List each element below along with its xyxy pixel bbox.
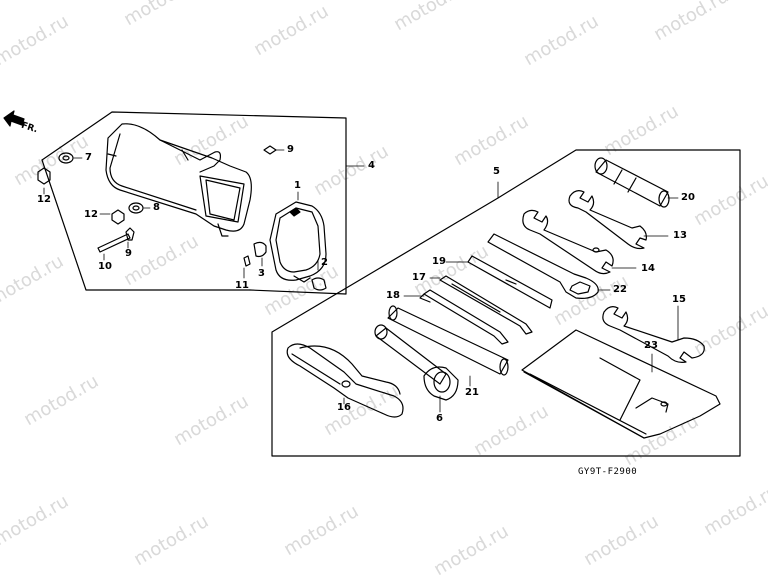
callout-15: 15 <box>672 294 686 305</box>
leader-lines-group-5 <box>343 197 679 413</box>
callout-10: 10 <box>98 261 112 272</box>
group-5-frame <box>271 149 741 457</box>
callout-9a: 9 <box>287 144 294 155</box>
front-arrow-icon <box>3 110 25 127</box>
callout-6: 6 <box>436 413 443 424</box>
callout-16: 16 <box>337 402 351 413</box>
callout-11: 11 <box>235 280 249 291</box>
callout-22: 22 <box>613 284 627 295</box>
leader-lines-group-4 <box>43 149 365 279</box>
screwdriver-18 <box>419 289 509 345</box>
callout-17: 17 <box>412 272 426 283</box>
callout-18: 18 <box>386 290 400 301</box>
group-4-frame <box>41 111 347 295</box>
wrench-15 <box>602 306 705 363</box>
pliers-16 <box>286 343 404 418</box>
callout-8: 8 <box>153 202 160 213</box>
callout-5: 5 <box>493 166 500 177</box>
bar-19 <box>467 255 553 309</box>
wrench-14 <box>522 209 614 275</box>
callout-4: 4 <box>368 160 375 171</box>
callout-3: 3 <box>258 268 265 279</box>
callout-12a: 12 <box>37 194 51 205</box>
callout-1: 1 <box>294 180 301 191</box>
wrench-22 <box>487 233 599 299</box>
callout-23: 23 <box>644 340 658 351</box>
tool-case-lid <box>269 201 327 283</box>
wrench-13 <box>568 190 647 250</box>
callout-7: 7 <box>85 152 92 163</box>
callout-12b: 12 <box>84 209 98 220</box>
handle-21 <box>387 305 509 376</box>
box-wrench-6 <box>374 324 459 401</box>
tool-case <box>105 123 252 237</box>
callout-13: 13 <box>673 230 687 241</box>
callout-19: 19 <box>432 256 446 267</box>
callout-2: 2 <box>321 257 328 268</box>
callout-14: 14 <box>641 263 655 274</box>
screwdriver-17 <box>439 275 533 335</box>
callout-9b: 9 <box>125 248 132 259</box>
callout-21: 21 <box>465 387 479 398</box>
group-4-frame-bottom <box>41 159 251 291</box>
tool-bag <box>521 329 721 439</box>
diagram-code: GY9T-F2900 <box>578 467 638 477</box>
socket-handle <box>594 157 670 208</box>
callout-20: 20 <box>681 192 695 203</box>
small-parts <box>37 145 327 291</box>
